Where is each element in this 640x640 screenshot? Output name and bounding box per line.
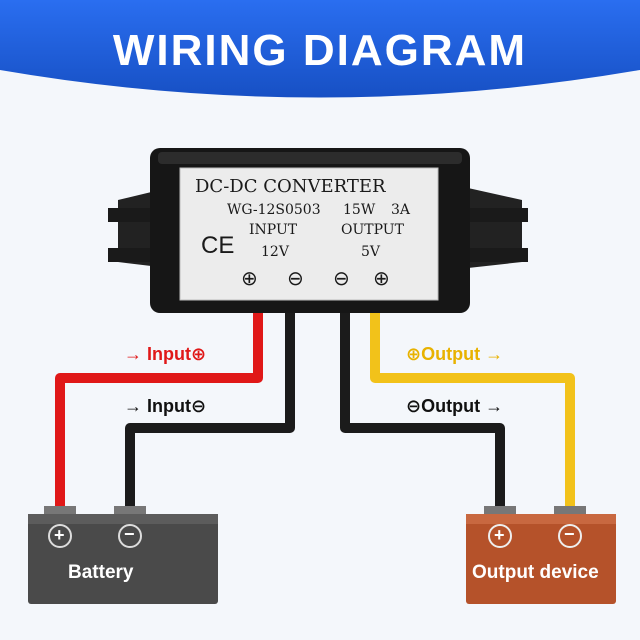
arrow-right-icon: → xyxy=(485,396,504,416)
minus-circle-icon: ⊖ xyxy=(406,396,422,417)
converter-label-plate: DC-DC CONVERTER WG-12S0503 15W 3A CE INP… xyxy=(183,170,435,298)
arrow-right-icon: → xyxy=(124,344,142,364)
label-output-negative-text: Output xyxy=(421,396,481,416)
dc-dc-converter xyxy=(108,148,528,313)
black-wire-input xyxy=(125,305,295,512)
label-output-positive: ⊕Output → xyxy=(406,344,503,365)
converter-current: 3A xyxy=(391,202,411,218)
output-label: OUTPUT xyxy=(341,222,404,238)
input-label: INPUT xyxy=(249,222,298,238)
terminal-input-positive: ⊕ xyxy=(241,266,258,290)
battery xyxy=(28,506,218,604)
black-wire-output xyxy=(340,305,505,512)
label-output-positive-text: Output xyxy=(421,344,481,364)
plus-circle-icon: ⊕ xyxy=(191,344,207,365)
device-pos-terminal: + xyxy=(494,525,505,545)
plus-circle-icon: ⊕ xyxy=(406,344,422,365)
battery-pos-terminal: + xyxy=(54,525,65,545)
label-input-negative-text: Input xyxy=(147,396,191,416)
red-wire xyxy=(55,305,263,512)
terminal-input-negative: ⊖ xyxy=(287,266,304,290)
battery-label: Battery xyxy=(68,562,134,583)
page-title: WIRING DIAGRAM xyxy=(112,26,528,75)
minus-circle-icon: ⊖ xyxy=(191,396,207,417)
arrow-right-icon: → xyxy=(124,396,142,416)
arrow-right-icon: → xyxy=(485,344,504,364)
battery-neg-terminal: − xyxy=(124,524,135,544)
terminal-output-negative: ⊖ xyxy=(333,266,350,290)
converter-model: WG-12S0503 xyxy=(227,202,321,218)
output-voltage: 5V xyxy=(361,244,381,260)
ce-mark: CE xyxy=(201,232,235,259)
input-voltage: 12V xyxy=(261,244,289,260)
device-label: Output device xyxy=(472,562,599,583)
yellow-wire xyxy=(370,305,575,512)
label-output-negative: ⊖Output → xyxy=(406,396,503,417)
terminal-output-positive: ⊕ xyxy=(373,266,390,290)
converter-power: 15W xyxy=(343,202,376,218)
output-device xyxy=(466,506,616,604)
label-input-positive-text: Input xyxy=(147,344,191,364)
title-banner xyxy=(0,0,640,98)
label-input-negative: → Input⊖ xyxy=(124,396,206,417)
converter-title: DC-DC CONVERTER xyxy=(195,176,386,197)
device-neg-terminal: − xyxy=(564,524,575,544)
label-input-positive: → Input⊕ xyxy=(124,344,206,365)
